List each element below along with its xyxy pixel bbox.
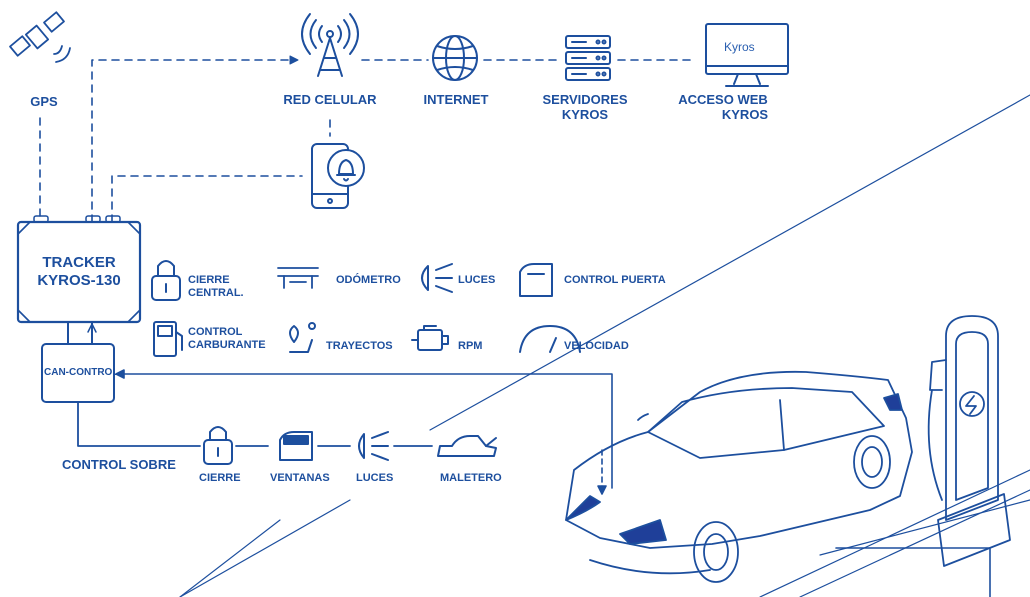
globe-icon: [432, 35, 478, 81]
control-sobre-maletero: MALETERO: [440, 472, 502, 484]
can-control-device: [41, 321, 115, 403]
satellite-icon: [9, 11, 71, 63]
tracker-device: [16, 215, 142, 324]
headlight-small-icon: [358, 431, 389, 461]
feature-trayectos: TRAYECTOS: [326, 340, 393, 352]
feature-velocidad: VELOCIDAD: [564, 340, 629, 352]
phone-alert-icon: [311, 143, 365, 209]
fuel-pump-icon: [153, 321, 183, 357]
feature-control-puerta: CONTROL PUERTA: [564, 274, 666, 286]
servidores-label-line2: KYROS: [561, 107, 609, 122]
lock-icon: [151, 260, 181, 301]
servers-icon: [565, 35, 611, 81]
tracker-label-line1: TRACKER: [42, 254, 116, 271]
feature-cierre-line2: CENTRAL.: [188, 287, 244, 299]
acceso-web-label-line1: ACCESO WEB: [678, 92, 768, 107]
car-illustration: [565, 370, 913, 583]
door-icon: [519, 263, 553, 297]
lock-small-icon: [203, 426, 233, 465]
control-sobre-luces: LUCES: [356, 472, 394, 484]
tracker-label-line2: KYROS-130: [37, 272, 121, 289]
engine-icon: [411, 325, 449, 351]
acceso-web-label-line2: KYROS: [721, 107, 769, 122]
speedometer-icon: [519, 325, 581, 353]
feature-odometro: ODÓMETRO: [336, 274, 401, 286]
cell-tower-icon: [301, 13, 359, 77]
feature-luces: LUCES: [458, 274, 496, 286]
control-sobre-title: CONTROL SOBRE: [62, 457, 176, 472]
dashed-connectors: [39, 59, 697, 223]
feature-carburante-line2: CARBURANTE: [188, 339, 266, 351]
red-celular-label: RED CELULAR: [283, 92, 377, 107]
window-icon: [279, 431, 313, 461]
servidores-label-line1: SERVIDORES: [542, 92, 628, 107]
parking-lines: [835, 547, 991, 597]
feature-cierre-line1: CIERRE: [188, 274, 230, 286]
car-trunk-icon: [437, 435, 497, 457]
control-sobre-cierre: CIERRE: [199, 472, 241, 484]
car-arrow: [115, 369, 613, 495]
control-sobre-ventanas: VENTANAS: [270, 472, 330, 484]
internet-label: INTERNET: [423, 92, 489, 107]
control-sobre-line: [77, 401, 201, 447]
headlight-icon: [421, 263, 453, 293]
arrow-head: [289, 55, 299, 65]
gps-label: GPS: [30, 94, 58, 109]
kyros-logo: Kyros: [724, 40, 755, 54]
feature-carburante-line1: CONTROL: [188, 326, 243, 338]
feature-rpm: RPM: [458, 340, 483, 352]
route-icon: [289, 322, 316, 353]
odometer-icon: [277, 267, 319, 289]
can-control-label: CAN-CONTROL: [44, 367, 119, 378]
monitor-icon: [705, 23, 789, 87]
charging-station-illustration: [927, 315, 1011, 567]
